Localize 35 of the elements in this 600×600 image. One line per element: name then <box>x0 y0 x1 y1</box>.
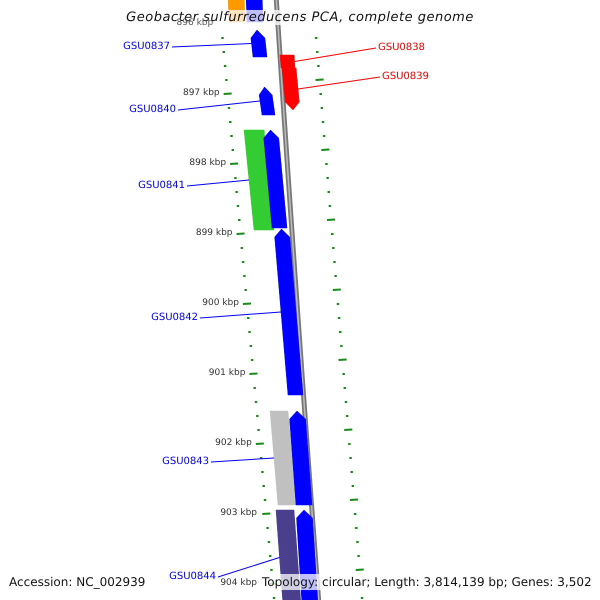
gene-label: GSU0844 <box>169 571 216 583</box>
tick-label: 900 kbp <box>202 298 239 308</box>
gene-label: GSU0837 <box>123 41 170 53</box>
gene-block <box>274 228 304 396</box>
leader-line <box>210 458 274 462</box>
leader-line <box>186 180 250 186</box>
gene-label: GSU0839 <box>382 71 429 83</box>
gene-bar <box>280 54 296 68</box>
leader-line <box>200 312 282 318</box>
gene-label: GSU0842 <box>151 312 198 324</box>
tick-label: 898 kbp <box>189 158 226 168</box>
tick-label: 904 kbp <box>220 578 257 588</box>
gene-block <box>258 86 276 116</box>
genome-info-text: Topology: circular; Length: 3,814,139 bp; Genes: 3,502 <box>262 574 592 590</box>
accession-text: Accession: NC_002939 <box>9 574 146 590</box>
gene-bar <box>244 130 274 230</box>
tick-label: 899 kbp <box>196 228 233 238</box>
tick-label: 903 kbp <box>220 508 257 518</box>
gene-label: GSU0840 <box>129 104 176 116</box>
leader-line <box>298 76 380 90</box>
gene-bar <box>270 410 296 506</box>
tick-label: 902 kbp <box>215 438 252 448</box>
gene-label: GSU0841 <box>138 180 185 192</box>
tick-label: 897 kbp <box>182 88 220 98</box>
leader-line <box>294 48 376 62</box>
gene-block <box>282 68 300 110</box>
tick-label: 901 kbp <box>208 368 246 378</box>
gene-label: GSU0843 <box>162 456 209 468</box>
leader-line <box>172 43 252 48</box>
gene-block <box>250 30 268 58</box>
gene-block <box>289 410 312 506</box>
leader-line <box>218 557 280 578</box>
gene-block <box>263 130 288 228</box>
leader-line <box>178 100 260 110</box>
gene-label: GSU0838 <box>378 42 425 54</box>
